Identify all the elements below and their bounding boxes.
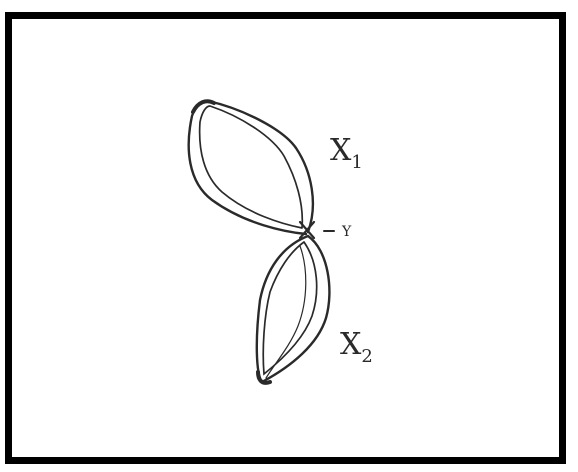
loop-top: [187, 99, 315, 236]
loop-top-inner-stroke: [198, 105, 304, 229]
loop-top-tip-shade: [191, 99, 216, 114]
label-x2-main: X: [340, 327, 362, 362]
loop-bottom-inner-stroke: [262, 241, 318, 376]
loop-top-outer-stroke: [187, 99, 315, 236]
loop-bottom: [255, 234, 331, 385]
loop-bottom-mid-stroke: [265, 245, 307, 379]
label-x2: X2: [340, 327, 373, 367]
loop-bottom-tip-shade: [256, 370, 272, 385]
label-y: Y: [341, 224, 352, 240]
label-x1: X1: [330, 133, 363, 173]
label-x1-subscript: 1: [351, 152, 362, 173]
diagram-frame: [5, 12, 566, 464]
label-x1-main: X: [330, 133, 352, 168]
junction-mark: [298, 220, 316, 240]
label-x2-subscript: 2: [361, 346, 372, 367]
loop-bottom-outer-stroke: [255, 234, 331, 384]
